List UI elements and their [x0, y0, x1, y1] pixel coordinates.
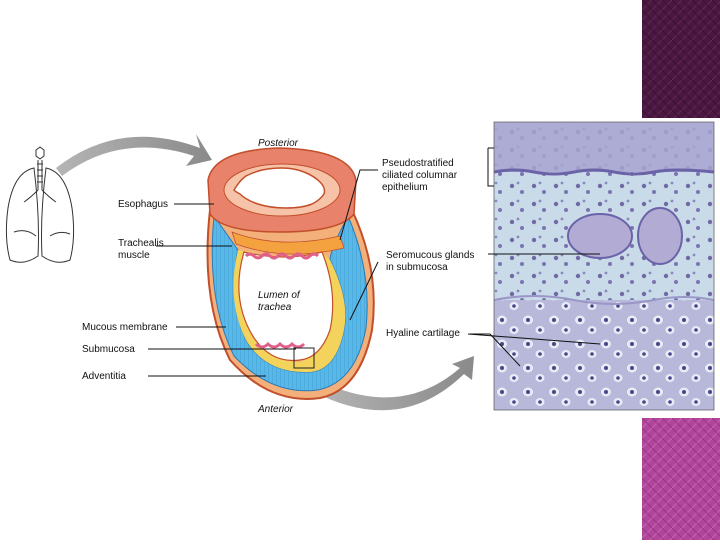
label-pseudostratified-line2: ciliated columnar: [382, 170, 458, 181]
label-seromucous-line2: in submucosa: [386, 262, 448, 273]
trachea-cross-section: [206, 209, 375, 400]
label-adventitia: Adventitia: [82, 371, 126, 382]
histology-micrograph: [493, 121, 715, 411]
arrow-to-micrograph: [314, 356, 474, 411]
lungs-thumbnail: [5, 146, 75, 263]
trachealis-muscle: [231, 231, 345, 255]
label-esophagus: Esophagus: [118, 199, 168, 210]
label-anterior: Anterior: [257, 404, 294, 415]
label-hyaline-cartilage: Hyaline cartilage: [386, 328, 460, 339]
label-pseudostratified-line3: epithelium: [382, 182, 428, 193]
label-trachealis-line2: muscle: [118, 250, 150, 261]
label-mucous-membrane: Mucous membrane: [82, 322, 168, 333]
label-lumen-line1: Lumen of: [258, 290, 301, 301]
label-posterior: Posterior: [258, 138, 299, 149]
slide-accent-top: [642, 0, 720, 118]
label-submucosa: Submucosa: [82, 344, 135, 355]
label-lumen-line2: trachea: [258, 302, 292, 313]
esophagus: [207, 147, 357, 233]
slide-accent-bottom: [642, 418, 720, 540]
label-pseudostratified-line1: Pseudostratified: [382, 158, 454, 169]
detail-box: [293, 347, 315, 369]
arrow-to-cross-section: [56, 134, 212, 176]
label-trachealis-line1: Trachealis: [118, 238, 164, 249]
label-seromucous-line1: Seromucous glands: [386, 250, 474, 261]
